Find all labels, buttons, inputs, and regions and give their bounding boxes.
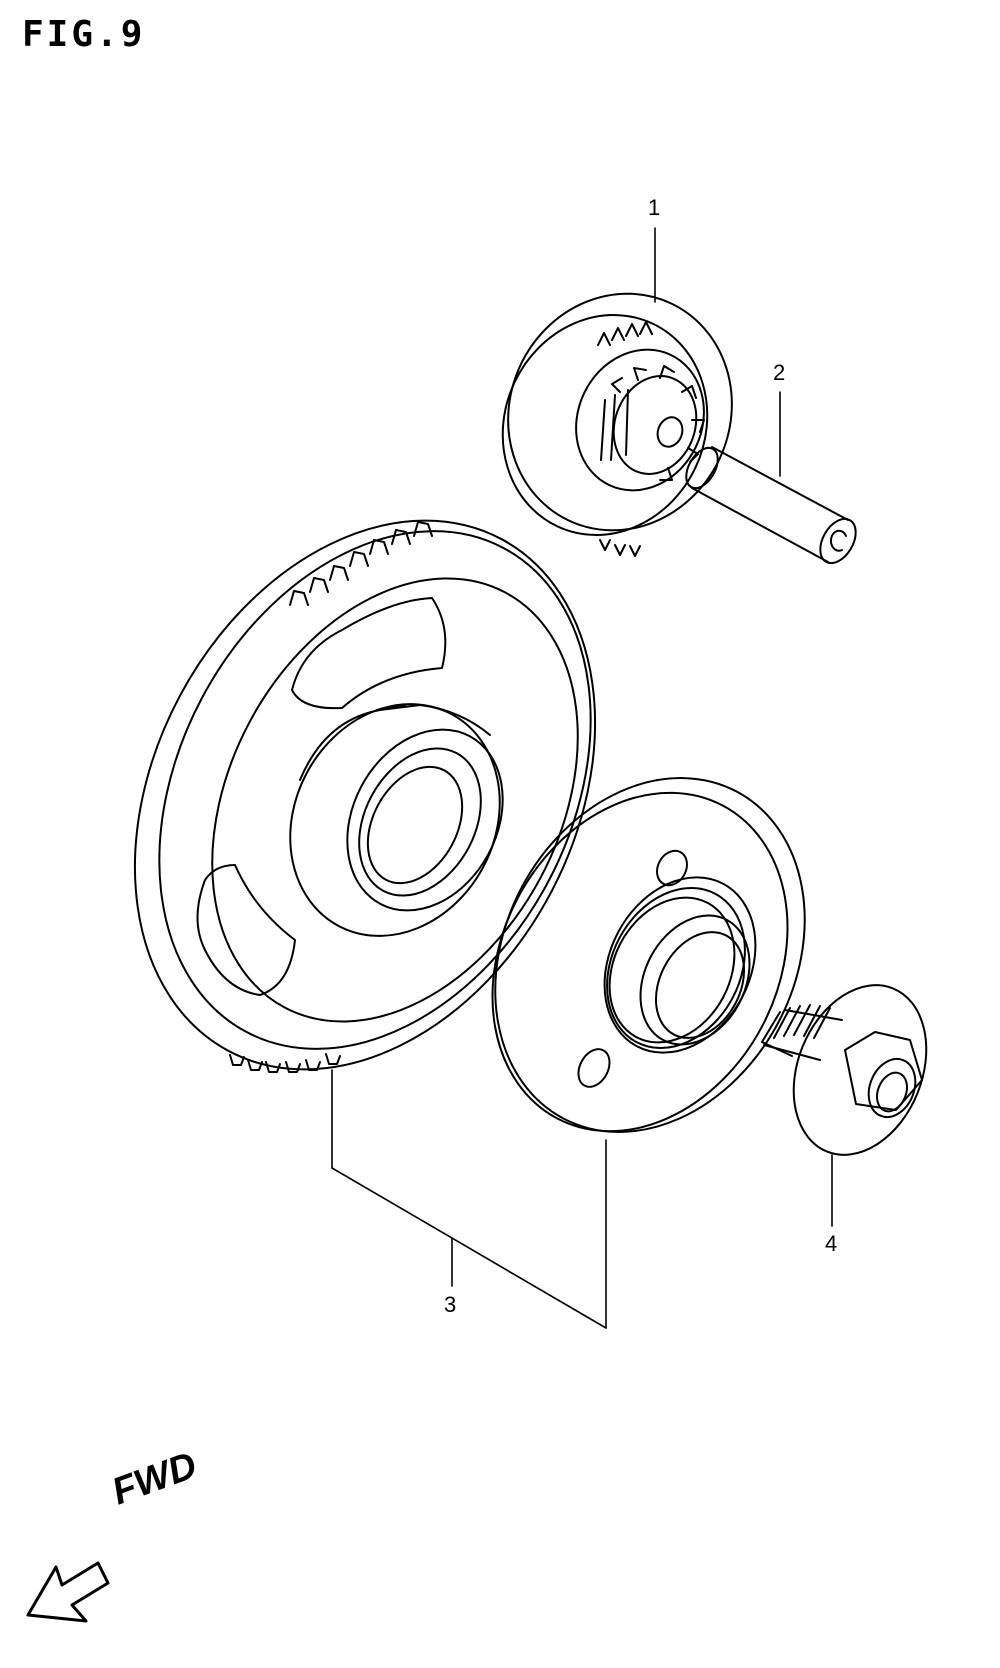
callout-3: 3 bbox=[444, 1292, 456, 1317]
clutch-hub-part-3 bbox=[491, 777, 806, 1133]
shaft-part-2 bbox=[685, 446, 857, 565]
flange-bolt-part-4 bbox=[761, 984, 928, 1156]
callout-1: 1 bbox=[648, 195, 660, 220]
callout-2: 2 bbox=[773, 360, 785, 385]
fwd-label: FWD bbox=[107, 1444, 203, 1513]
driven-gear-part-3 bbox=[133, 519, 597, 1073]
leader-lines bbox=[331, 227, 833, 1329]
callout-4: 4 bbox=[825, 1231, 837, 1256]
pinion-teeth bbox=[600, 365, 705, 481]
idle-gear-part-1 bbox=[501, 292, 733, 557]
figure-title: FIG.9 bbox=[22, 14, 146, 55]
fwd-arrow-icon bbox=[26, 1561, 110, 1623]
